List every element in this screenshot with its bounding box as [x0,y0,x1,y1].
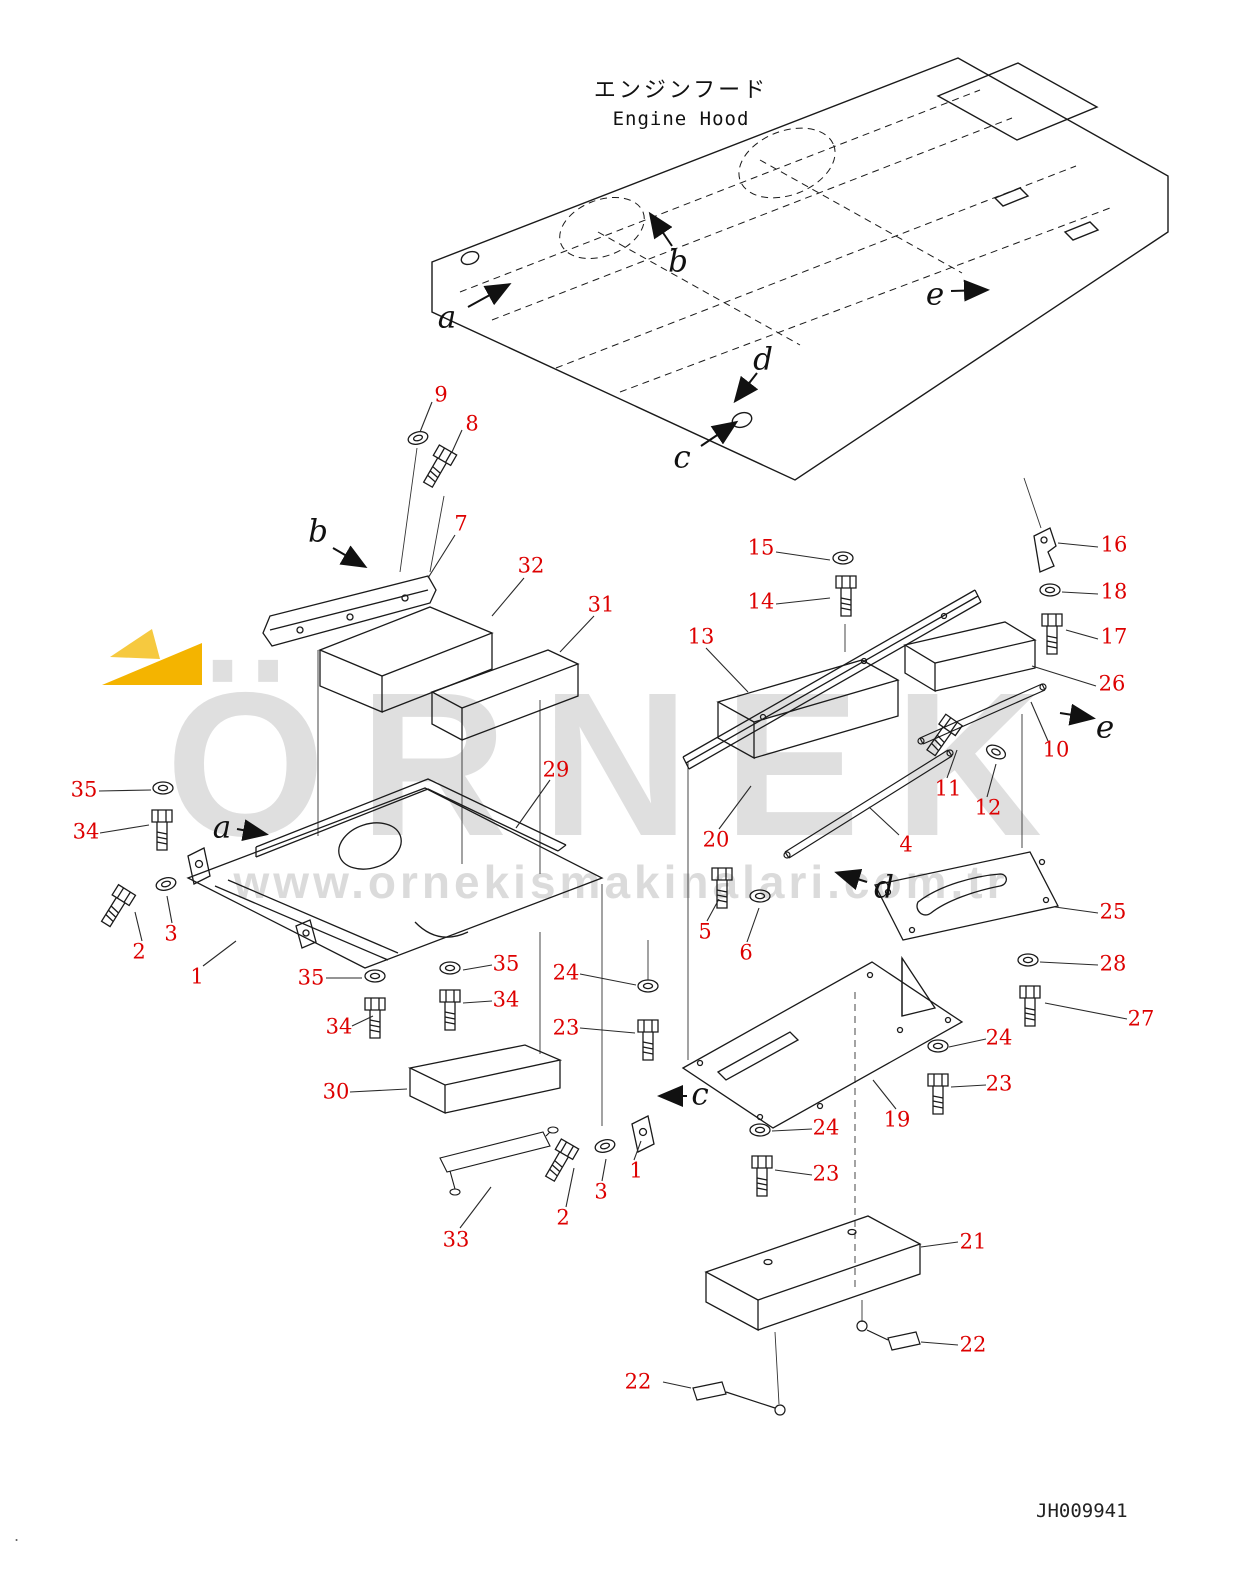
sheet-part33 [439,1126,559,1196]
engine-hood-outline [431,57,1169,481]
foam-part26 [903,621,1037,693]
tag-part22 [692,1320,921,1416]
foam-part20 [716,659,900,760]
plate-part19 [681,955,964,1129]
title-english: Engine Hood [612,108,750,130]
foam-part21 [704,1215,922,1332]
rod-part4 [783,749,954,859]
bolts [96,444,1063,1197]
plate-part25 [874,851,1059,941]
rail-part13 [682,589,982,770]
corner-mark: . [14,1526,20,1545]
washers [152,428,1061,1156]
view-arrows [236,211,1096,1107]
drawing-number: JH009941 [1036,1500,1128,1522]
leader-lines [98,401,1128,1389]
watermark-url: www.ornekismakinalari.com.tr [233,856,1009,908]
watermark-logo-triangles [102,629,202,685]
watermark-brand: ÖRNEK [165,650,1077,879]
assembly-lines [317,447,1042,1405]
foam-part30 [407,1044,563,1115]
bracket-part16 [1033,527,1057,573]
foam-part31 [430,649,580,742]
diagram-title: エンジンフード Engine Hood [594,72,768,130]
bracket-part7 [262,575,437,647]
title-japanese: エンジンフード [593,78,769,103]
rod-part10 [917,683,1047,745]
bracket-part1-lower [631,1115,655,1153]
hood-hidden-lines [459,89,1111,393]
foam-part32 [318,606,494,713]
